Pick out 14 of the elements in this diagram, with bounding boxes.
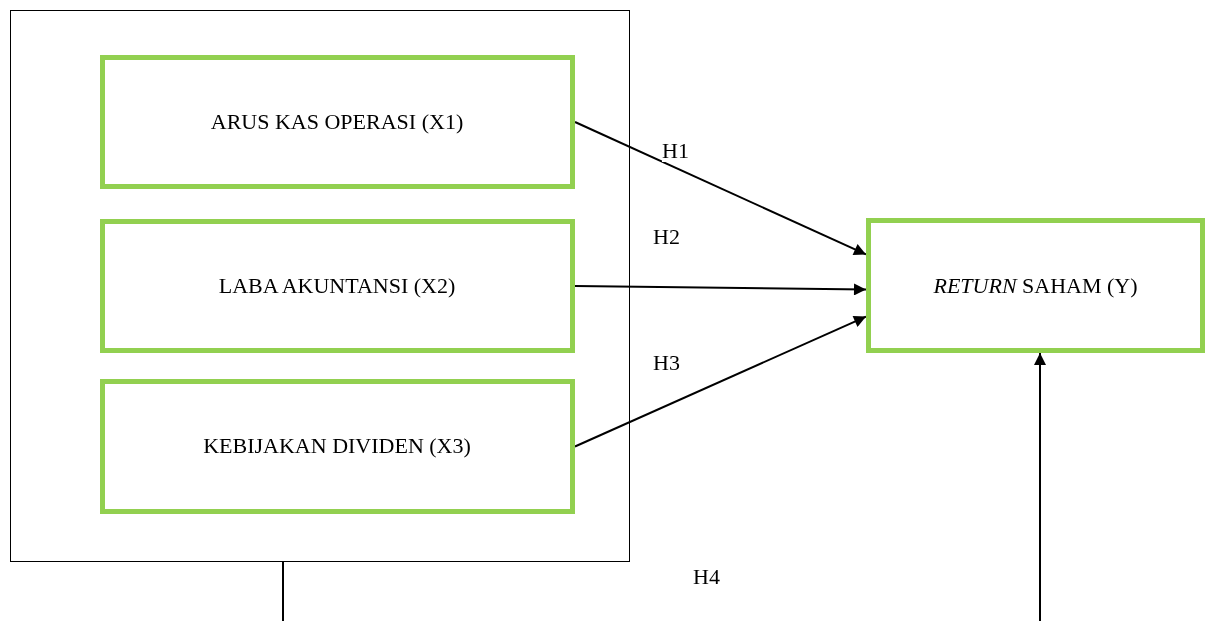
group-frame <box>10 10 630 562</box>
variable-box <box>99 54 575 189</box>
variable-box <box>866 218 1205 353</box>
connector-line <box>282 561 284 621</box>
arrow <box>574 315 867 448</box>
variable-label: RETURN SAHAM (Y) <box>933 272 1138 299</box>
variable-box <box>99 378 575 514</box>
variable-label: KEBIJAKAN DIVIDEN (X3) <box>203 433 471 459</box>
variable-label: ARUS KAS OPERASI (X1) <box>210 108 464 135</box>
variable-label: LABA AKUNTANSI (X2) <box>218 272 456 299</box>
arrow <box>574 283 867 296</box>
variable-box <box>99 218 575 353</box>
arrow <box>574 121 867 256</box>
arrow <box>1034 352 1046 621</box>
